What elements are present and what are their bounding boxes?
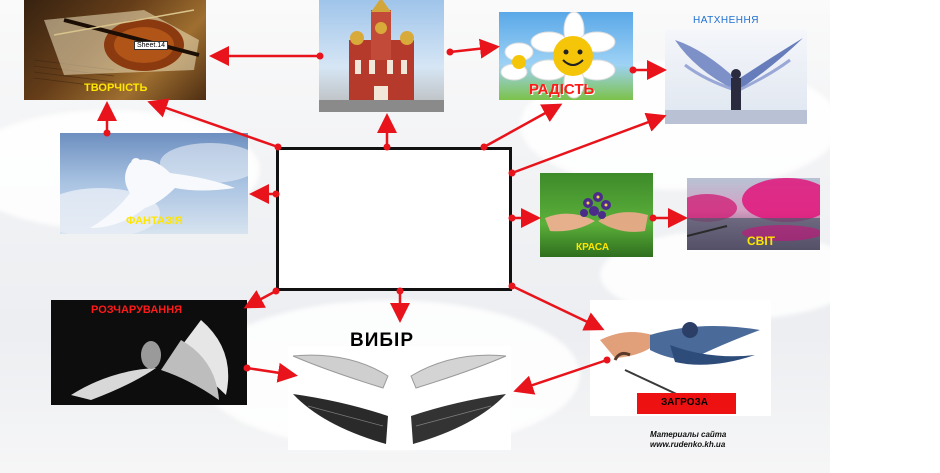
daisy-icon (500, 12, 616, 99)
arrow-temple-to-joy (449, 38, 500, 59)
blossom-lake-icon (687, 178, 820, 250)
choice-tile (288, 346, 511, 450)
inspiration-label: НАТХНЕННЯ (693, 15, 759, 26)
world-tile: СВІТ (687, 178, 820, 250)
threat-label: ЗАГРОЗА (661, 397, 708, 408)
world-label: СВІТ (747, 234, 775, 248)
cathedral-icon (319, 0, 444, 112)
arrow-to-creativity (147, 98, 279, 149)
arrow-to-threat (511, 284, 605, 331)
sheet-tag: Sheet.14 (134, 41, 169, 50)
arrow-to-inspiration (511, 112, 667, 175)
arrow-to-disappointment (243, 289, 277, 309)
disappointment-tile: РОЗЧАРУВАННЯ (51, 300, 247, 405)
arrow-threat-to-choice (513, 358, 608, 395)
winged-angel-icon (665, 38, 807, 124)
fantasy-label: ФАНТАЗІЯ (126, 215, 183, 227)
credit-line-1: Материалы сайта (650, 430, 727, 439)
center-concept-box (276, 147, 512, 291)
creativity-tile: Sheet.14 ТВОРЧІСТЬ (24, 0, 206, 100)
threat-badge (637, 393, 736, 414)
site-credit: Материалы сайта www.rudenko.kh.ua (650, 430, 726, 450)
fallen-angel-icon (71, 320, 229, 400)
joy-tile: РАДІСТЬ (499, 12, 633, 100)
choice-label: ВИБІР (350, 330, 414, 351)
dove-icon (60, 143, 248, 234)
fantasy-tile: ФАНТАЗІЯ (60, 133, 248, 234)
threat-tile: ЗАГРОЗА (590, 300, 771, 416)
violet-flowers-icon (545, 192, 648, 232)
arrow-to-joy (483, 103, 563, 149)
wings-icon (292, 354, 507, 444)
inspiration-tile (665, 30, 807, 124)
beauty-label: КРАСА (576, 242, 610, 253)
violin-icon (24, 0, 206, 100)
credit-line-2: www.rudenko.kh.ua (650, 440, 726, 449)
joy-label: РАДІСТЬ (529, 81, 595, 98)
beauty-tile: КРАСА (540, 173, 653, 257)
creativity-label: ТВОРЧІСТЬ (84, 82, 148, 94)
arrow-disappointment-to-choice (246, 362, 298, 383)
disappointment-label: РОЗЧАРУВАННЯ (91, 304, 183, 316)
temple-tile (319, 0, 444, 112)
